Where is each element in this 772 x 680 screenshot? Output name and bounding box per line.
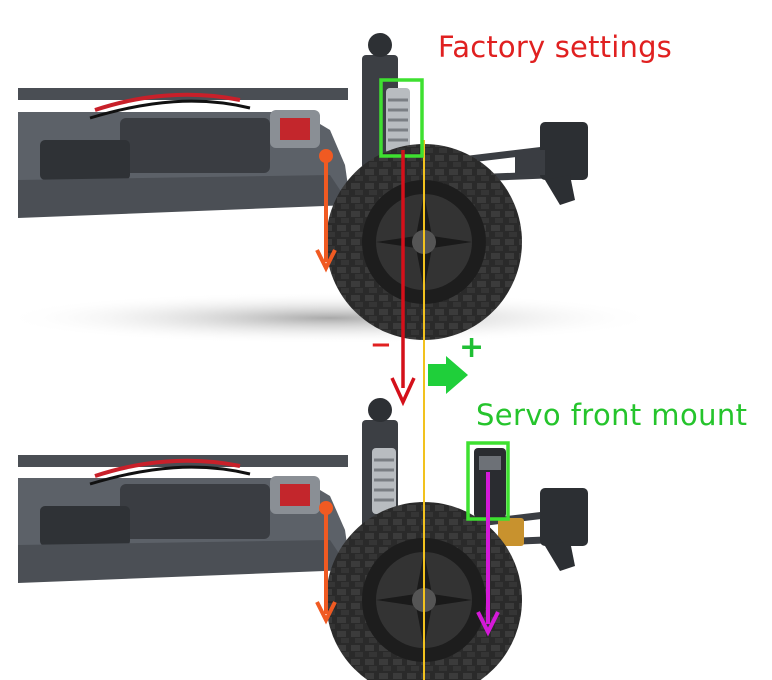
top-chassis bbox=[0, 33, 660, 344]
electronics-box bbox=[40, 506, 130, 546]
forward-arrow bbox=[428, 356, 468, 394]
factory-settings-label: Factory settings bbox=[438, 30, 672, 64]
front-bumper bbox=[515, 122, 588, 205]
brass-servo-mount bbox=[498, 518, 524, 546]
plus-sign: + bbox=[459, 330, 485, 365]
ground-shadow bbox=[0, 292, 660, 344]
minus-sign: − bbox=[370, 330, 392, 360]
orange-arrow-bottom bbox=[315, 501, 337, 625]
red-wires bbox=[94, 458, 241, 478]
electronics-box bbox=[40, 140, 130, 180]
servo-front-mount-label: Servo front mount bbox=[476, 398, 748, 432]
front-bumper bbox=[540, 488, 588, 571]
red-wires bbox=[94, 92, 241, 112]
battery-tray bbox=[120, 484, 270, 539]
bottom-chassis bbox=[18, 398, 588, 680]
weight-shift-arrow bbox=[390, 150, 416, 407]
magenta-arrow bbox=[476, 472, 500, 637]
orange-arrow-top bbox=[315, 149, 337, 273]
battery-tray bbox=[120, 118, 270, 173]
